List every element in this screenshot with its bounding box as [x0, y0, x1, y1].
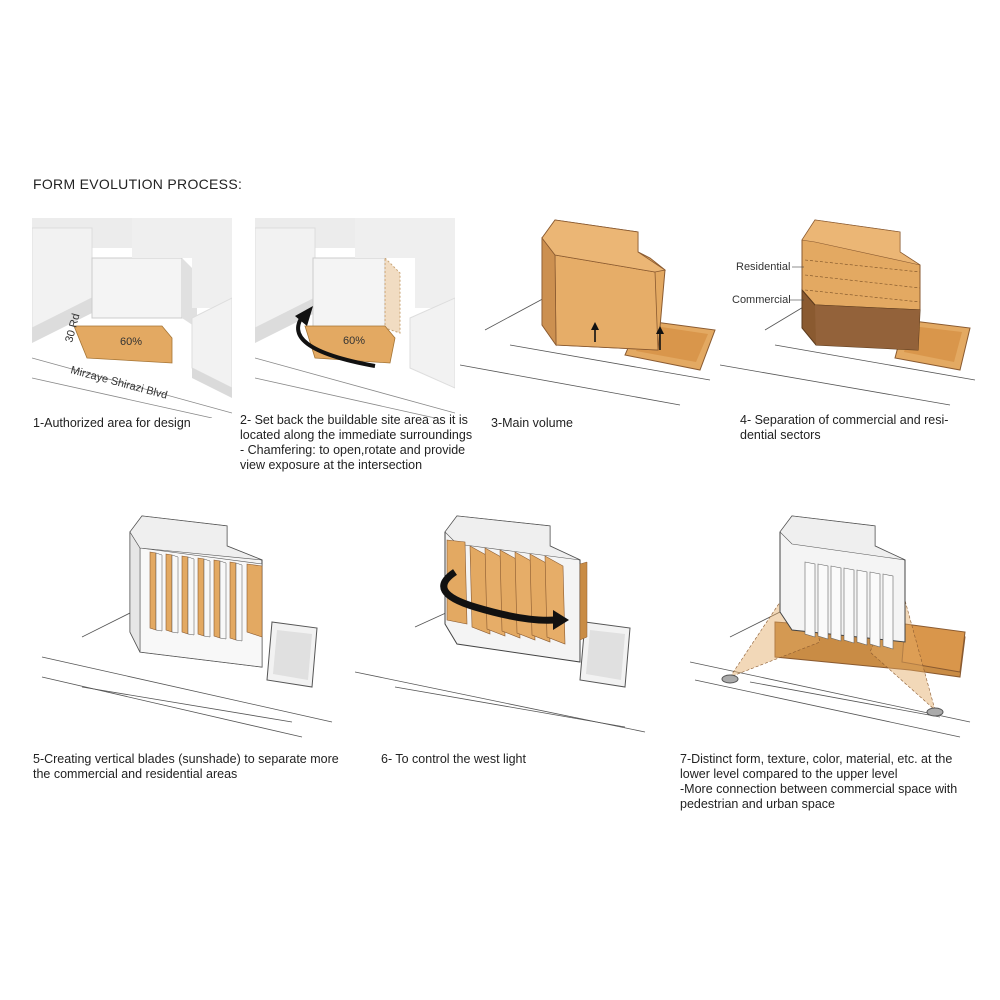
residential-label: Residential [736, 261, 790, 273]
step-1-diagram: 60% 30 Rd Mirzaye Shirazi Blvd [32, 218, 232, 418]
site-area-label: 60% [120, 336, 142, 348]
step-3-caption: 3-Main volume [491, 416, 573, 430]
step-3-diagram [460, 219, 716, 406]
step-7-caption: 7-Distinct form, texture, color, materia… [680, 752, 958, 811]
step-5-caption: 5-Creating vertical blades (sunshade) to… [33, 752, 339, 781]
step-2-diagram: 60% [255, 218, 455, 418]
step-7-diagram [690, 515, 971, 738]
commercial-label: Commercial [732, 294, 791, 306]
step-4-caption: 4- Separation of commercial and resi- de… [740, 413, 949, 442]
step-6-caption: 6- To control the west light [381, 752, 526, 766]
setback-area-label: 60% [343, 335, 365, 347]
step-4-diagram: Residential Commercial [720, 219, 976, 406]
step-6-diagram [355, 515, 646, 733]
diagram-title: FORM EVOLUTION PROCESS: [33, 176, 243, 192]
step-2-caption: 2- Set back the buildable site area as i… [240, 413, 473, 472]
step-1-caption: 1-Authorized area for design [33, 416, 191, 430]
step-5-diagram [41, 515, 333, 738]
